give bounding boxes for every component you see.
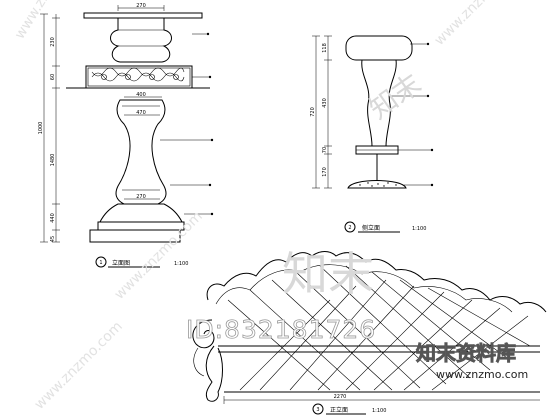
stool-base xyxy=(347,180,407,189)
stool-dim-2: 430 xyxy=(322,98,328,108)
dim-v-2: 60 xyxy=(50,74,56,80)
watermark-id: ID:832181726 xyxy=(186,315,376,344)
sofa-left-arm xyxy=(192,319,215,349)
dim-inner-3: 270 xyxy=(136,194,146,200)
table-top-slab xyxy=(83,12,203,19)
dim-inner-1: 400 xyxy=(136,92,146,98)
view-tag-number: 1 xyxy=(99,260,102,266)
sofa-dim-width: 2270 xyxy=(334,394,347,400)
table-elevation: 270 230 60 1480 440 45 1000 400 470 270 … xyxy=(38,3,214,268)
stool-base-hatch xyxy=(359,182,397,187)
watermark-zhimo-small: 知末 xyxy=(363,67,427,126)
watermark-layer: www.znzmo.com www.znzmo.com www.znzmo.co… xyxy=(12,0,528,413)
stool-dimension-lines xyxy=(312,35,332,189)
dim-v-1: 230 xyxy=(50,37,56,47)
table-base xyxy=(89,229,181,243)
stool-dim-total: 720 xyxy=(310,107,316,117)
watermark-url-bottom-left: www.znzmo.com xyxy=(32,318,126,412)
view-scale-sofa: 1:100 xyxy=(372,408,386,414)
dim-v-3: 1480 xyxy=(50,154,56,167)
sofa-back-crest xyxy=(206,251,547,313)
watermark-logo-url: www.znzmo.com xyxy=(436,368,528,381)
sofa-back-inner-line xyxy=(215,264,513,313)
table-plinth xyxy=(99,203,183,223)
sofa-view-tag-number: 3 xyxy=(316,407,319,413)
view-title-table: 立面图 xyxy=(112,259,130,267)
sofa-left-leg xyxy=(205,345,223,402)
dim-inner-2: 470 xyxy=(136,110,146,116)
dim-v-5: 45 xyxy=(50,236,56,242)
view-scale-stool: 1:100 xyxy=(412,226,426,232)
watermark-logo-text: 知末资料库 xyxy=(416,341,516,365)
stool-view-tag-circle xyxy=(344,221,356,233)
dim-total-height: 1000 xyxy=(38,122,44,135)
sofa-left-scroll xyxy=(193,347,205,377)
watermark-url-top-left: www.znzmo.com xyxy=(12,0,88,42)
stool-elevation: 118 430 720 70 170 2 侧立面 1:100 xyxy=(310,35,434,233)
view-title-sofa: 正立面 xyxy=(330,406,348,414)
stool-dim-1: 118 xyxy=(322,43,328,53)
sofa-elevation: 2270 3 正立面 1:100 xyxy=(192,251,547,415)
stool-seat-cushion xyxy=(345,35,413,61)
stool-view-tag-number: 2 xyxy=(348,225,351,231)
carved-frieze-inner xyxy=(87,67,191,87)
view-title-stool: 侧立面 xyxy=(362,224,380,232)
stool-dim-4: 170 xyxy=(322,167,328,177)
sofa-dimension-line xyxy=(223,396,540,404)
carving-ornament xyxy=(91,67,185,82)
table-dimension-lines xyxy=(40,5,165,243)
watermark-zhimo-large: 知末 xyxy=(282,247,374,301)
table-plinth-block xyxy=(97,221,185,231)
table-leaders xyxy=(160,32,214,216)
view-tag-circle xyxy=(95,256,107,268)
view-scale-table: 1:100 xyxy=(174,261,188,267)
watermark-url-mid-left: www.znzmo.com xyxy=(112,208,206,302)
stool-leaders xyxy=(390,42,434,187)
sofa-tufting-grid xyxy=(227,265,531,391)
table-upper-column xyxy=(110,18,172,63)
dim-top-width: 270 xyxy=(136,3,146,9)
sofa-view-tag-circle xyxy=(312,403,324,415)
watermark-url-top-right: www.znzmo.com xyxy=(432,0,526,49)
dim-v-4: 440 xyxy=(50,213,56,223)
stool-dim-3: 70 xyxy=(322,147,328,153)
